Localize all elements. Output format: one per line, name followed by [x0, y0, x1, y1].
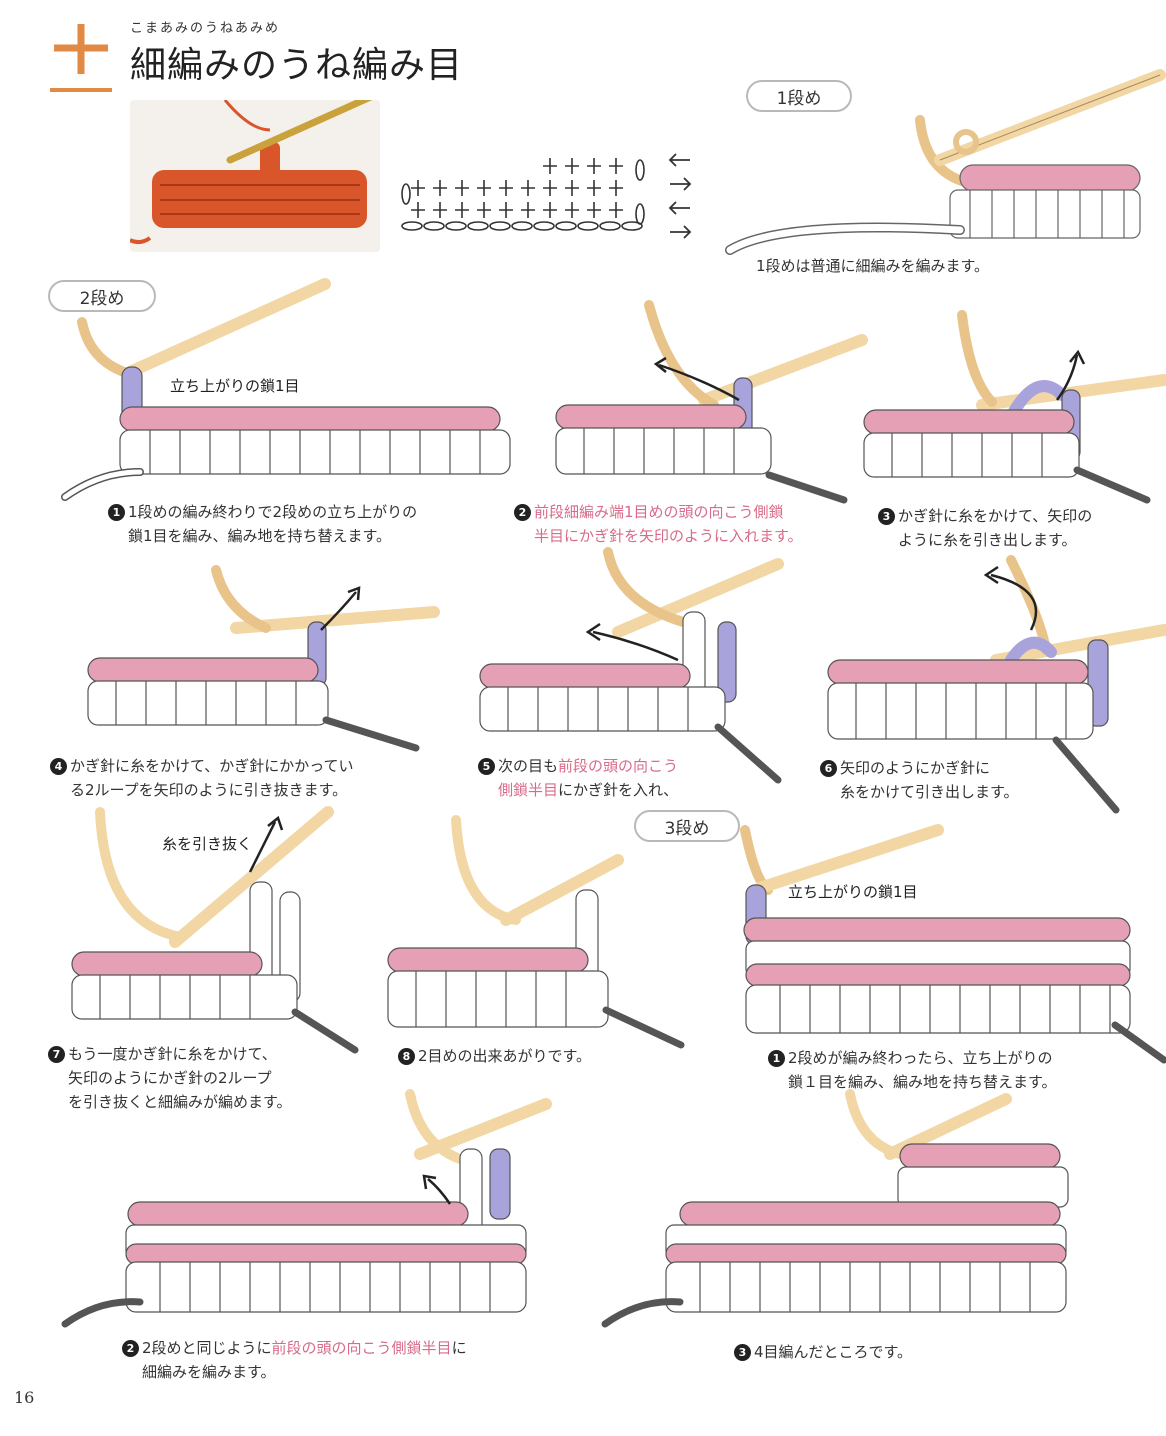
row1-caption: 1段めは普通に細編みを編みます。	[756, 257, 990, 275]
sc-symbol-icon	[50, 24, 112, 92]
caption-line: に	[451, 1339, 467, 1357]
chain-up-label-b: 立ち上がりの鎖1目	[788, 883, 918, 901]
step-number: 2	[122, 1340, 139, 1357]
caption-line: 2段めが編み終わったら、立ち上がりの	[788, 1049, 1053, 1067]
caption-line: 細編みを編みます。	[142, 1363, 276, 1381]
caption-line: 矢印のようにかぎ針の2ループ	[68, 1069, 272, 1087]
step-2-4-illustration	[87, 565, 440, 752]
row3-label: 3段め	[634, 810, 740, 842]
caption-line: にかぎ針を入れ、	[558, 781, 679, 799]
caption-line: 糸をかけて引き出します。	[840, 783, 1019, 801]
step-2-2-illustration	[555, 300, 868, 504]
stitch-symbol-chart	[401, 153, 692, 239]
caption-highlight: 側鎖半目	[498, 781, 559, 799]
row1-label: 1段め	[746, 80, 852, 112]
step-number: 5	[478, 758, 495, 775]
step-2-7-illustration	[71, 806, 359, 1054]
caption-line: 鎖1目を編み、編み地を持ち替えます。	[128, 527, 392, 545]
step-number: 2	[514, 504, 531, 521]
caption-line: 鎖１目を編み、編み地を持ち替えます。	[788, 1073, 1057, 1091]
step-2-8-illustration	[387, 815, 685, 1049]
step-2-3-illustration	[863, 310, 1166, 504]
caption-line: もう一度かぎ針に糸をかけて、	[68, 1045, 277, 1063]
title-ruby: こまあみのうねあみめ	[130, 21, 281, 36]
caption-line: 前段細編み端1目めの頭の向こう側鎖	[534, 503, 784, 521]
step-number: 4	[50, 758, 67, 775]
caption-highlight: 前段の頭の向こう	[558, 757, 679, 775]
caption-line: を引き抜くと細編みが編めます。	[68, 1093, 292, 1111]
chain-up-label-a: 立ち上がりの鎖1目	[170, 377, 300, 395]
step-number: 1	[768, 1050, 785, 1067]
caption-line: かぎ針に糸をかけて、矢印の	[898, 507, 1093, 525]
step-3-1-illustration	[740, 824, 1166, 1064]
caption-line: 2目めの出来あがりです。	[418, 1047, 592, 1065]
step-2-1-illustration	[61, 278, 511, 501]
caption-line: かぎ針に糸をかけて、かぎ針にかかってい	[70, 757, 354, 775]
caption-line: 矢印のようにかぎ針に	[840, 759, 991, 777]
step-number: 3	[734, 1344, 751, 1361]
caption-line: 4目編んだところです。	[754, 1343, 913, 1361]
caption-line: る2ループを矢印のように引き抜きます。	[70, 781, 348, 799]
caption-line: 次の目も	[498, 757, 559, 775]
step-3-2-illustration	[61, 1089, 552, 1328]
step-number: 6	[820, 760, 837, 777]
step-3-3-illustration	[601, 1089, 1069, 1328]
step-2-6-illustration	[827, 555, 1166, 814]
step-2-5-illustration	[479, 547, 784, 784]
row2-label: 2段め	[48, 280, 156, 312]
row1-illustration	[725, 69, 1166, 255]
step-number: 3	[878, 508, 895, 525]
caption-line: ように糸を引き出します。	[898, 531, 1077, 549]
step-number: 7	[48, 1046, 65, 1063]
page-number: 16	[14, 1388, 35, 1407]
caption-line: 半目にかぎ針を矢印のように入れます。	[534, 527, 803, 545]
step-number: 8	[398, 1048, 415, 1065]
swatch-photo	[130, 100, 380, 252]
caption-line: 1段めの編み終わりで2段めの立ち上がりの	[128, 503, 418, 521]
caption-highlight: 前段の頭の向こう側鎖半目	[271, 1339, 452, 1357]
step-number: 1	[108, 504, 125, 521]
pull-through-label: 糸を引き抜く	[162, 835, 253, 853]
caption-line: 2段めと同じように	[142, 1339, 272, 1357]
page-title: 細編みのうね編み目	[130, 45, 464, 86]
